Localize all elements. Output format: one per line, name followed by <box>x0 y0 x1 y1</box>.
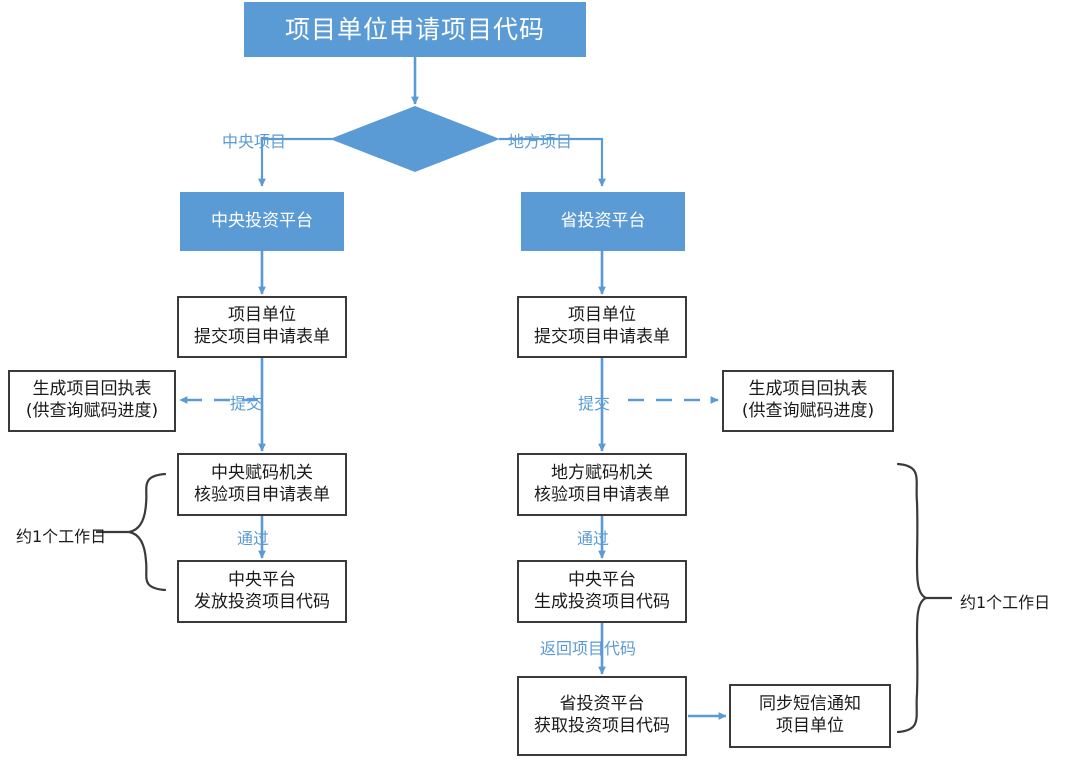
submit-right-text: 提交 <box>578 394 611 413</box>
central-platform-box: 中央投资平台 <box>180 192 344 251</box>
title-text: 项目单位申请项目代码 <box>284 14 545 44</box>
left-issue-line2: 发放投资项目代码 <box>194 591 330 612</box>
left-submit-line1: 项目单位 <box>228 305 296 326</box>
return-code-text: 返回项目代码 <box>540 639 637 658</box>
left-receipt-line2: (供查询赋码进度) <box>25 401 159 421</box>
title-box: 项目单位申请项目代码 <box>244 2 586 57</box>
edge-label-submit-right: 提交 <box>578 390 610 414</box>
province-platform-box: 省投资平台 <box>521 192 685 251</box>
edge-label-pass-left: 通过 <box>237 525 269 549</box>
brace-left <box>128 472 167 592</box>
right-submit-line1: 项目单位 <box>568 305 636 326</box>
edge-label-return-code: 返回项目代码 <box>540 635 636 659</box>
province-platform-label: 省投资平台 <box>560 210 646 231</box>
decision-diamond <box>330 106 500 172</box>
right-submit-box: 项目单位 提交项目申请表单 <box>517 296 687 358</box>
brace-right-text: 约1个工作日 <box>960 593 1051 612</box>
right-generate-line1: 中央平台 <box>568 569 636 590</box>
sms-notice-box: 同步短信通知 项目单位 <box>729 684 891 748</box>
right-verify-line1: 地方赋码机关 <box>551 462 653 483</box>
pass-left-text: 通过 <box>237 529 270 548</box>
right-verify-box: 地方赋码机关 核验项目申请表单 <box>517 453 687 516</box>
province-receive-line1: 省投资平台 <box>559 694 645 715</box>
right-verify-line2: 核验项目申请表单 <box>534 484 670 505</box>
left-receipt-line1: 生成项目回执表 <box>32 379 152 400</box>
left-issue-box: 中央平台 发放投资项目代码 <box>177 560 347 623</box>
left-submit-box: 项目单位 提交项目申请表单 <box>177 296 347 358</box>
sms-notice-line2: 项目单位 <box>776 716 844 736</box>
right-receipt-line2: (供查询赋码进度) <box>741 401 875 421</box>
province-receive-line2: 获取投资项目代码 <box>534 716 670 736</box>
left-verify-box: 中央赋码机关 核验项目申请表单 <box>177 453 347 516</box>
left-verify-line2: 核验项目申请表单 <box>194 484 330 505</box>
left-submit-line2: 提交项目申请表单 <box>194 327 330 347</box>
edge-label-branch-right: 地方项目 <box>508 128 572 152</box>
central-platform-label: 中央投资平台 <box>211 210 313 231</box>
sms-notice-line1: 同步短信通知 <box>759 694 861 715</box>
right-receipt-line1: 生成项目回执表 <box>748 379 868 400</box>
left-receipt-box: 生成项目回执表 (供查询赋码进度) <box>8 370 176 432</box>
brace-left-text: 约1个工作日 <box>16 527 107 546</box>
branch-right-text: 地方项目 <box>508 132 573 151</box>
right-generate-box: 中央平台 生成投资项目代码 <box>517 560 687 623</box>
brace-label-left: 约1个工作日 <box>16 523 106 547</box>
province-receive-box: 省投资平台 获取投资项目代码 <box>517 676 687 756</box>
right-generate-line2: 生成投资项目代码 <box>534 591 670 612</box>
edge-label-pass-right: 通过 <box>577 525 609 549</box>
edge-label-submit-left: 提交 <box>230 390 262 414</box>
brace-right <box>896 462 929 734</box>
left-verify-line1: 中央赋码机关 <box>211 462 313 483</box>
pass-right-text: 通过 <box>577 529 610 548</box>
brace-label-right: 约1个工作日 <box>960 589 1050 613</box>
submit-left-text: 提交 <box>230 394 263 413</box>
branch-left-text: 中央项目 <box>222 132 287 151</box>
right-receipt-box: 生成项目回执表 (供查询赋码进度) <box>722 370 894 432</box>
right-submit-line2: 提交项目申请表单 <box>534 327 670 347</box>
edge-label-branch-left: 中央项目 <box>222 128 286 152</box>
left-issue-line1: 中央平台 <box>228 569 296 590</box>
